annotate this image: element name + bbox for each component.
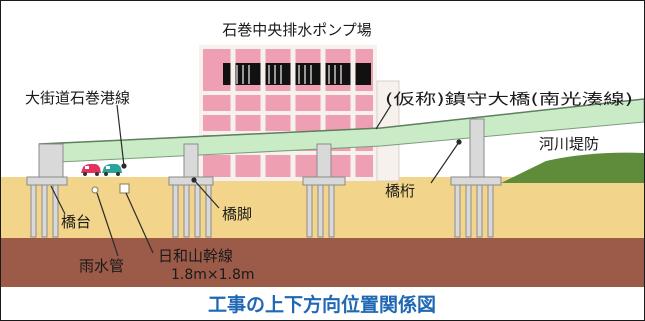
- label-trunk-line: 日和山幹線: [158, 247, 233, 265]
- label-bridge: (仮称)鎮守大橋(南光湊線): [385, 90, 633, 108]
- pier-2: [302, 143, 346, 238]
- pier-3: [450, 118, 502, 238]
- pump-station-building: [199, 45, 400, 182]
- label-pier: 橋脚: [222, 205, 252, 223]
- pier-1: [168, 143, 214, 238]
- pier-leader-dot: [191, 177, 197, 183]
- road-leader-line: [116, 104, 125, 167]
- trunk-line-marker: [119, 183, 130, 194]
- bridge-leader-line: [375, 104, 392, 130]
- girder-leader-line: [430, 141, 460, 184]
- label-pump-station: 石巻中央排水ポンプ場: [222, 21, 372, 39]
- trunk-line-leader-line: [125, 192, 154, 254]
- river-levee: [501, 152, 644, 183]
- caption-strip: [1, 287, 644, 320]
- pier-leader-line: [193, 179, 220, 209]
- teal-car-icon: [102, 164, 122, 176]
- label-storm-pipe: 雨水管: [79, 257, 124, 275]
- label-girder: 橋桁: [385, 182, 415, 200]
- red-car-icon: [81, 164, 101, 176]
- label-trunk-size: 1.8m×1.8m: [171, 267, 255, 283]
- girder-leader-dot: [456, 139, 462, 145]
- label-levee: 河川堤防: [539, 135, 599, 153]
- label-road: 大街道石巻港線: [25, 89, 130, 107]
- abutment-structure: [26, 143, 68, 238]
- diagram-caption: 工事の上下方向位置関係図: [208, 293, 436, 316]
- road-leader-dot: [121, 163, 127, 169]
- storm-pipe-leader-line: [96, 192, 119, 257]
- storm-pipe-marker: [91, 186, 99, 194]
- label-abutment: 橋台: [61, 213, 91, 231]
- abutment-leader-line: [50, 185, 66, 215]
- deep-ground-layer: [1, 237, 644, 287]
